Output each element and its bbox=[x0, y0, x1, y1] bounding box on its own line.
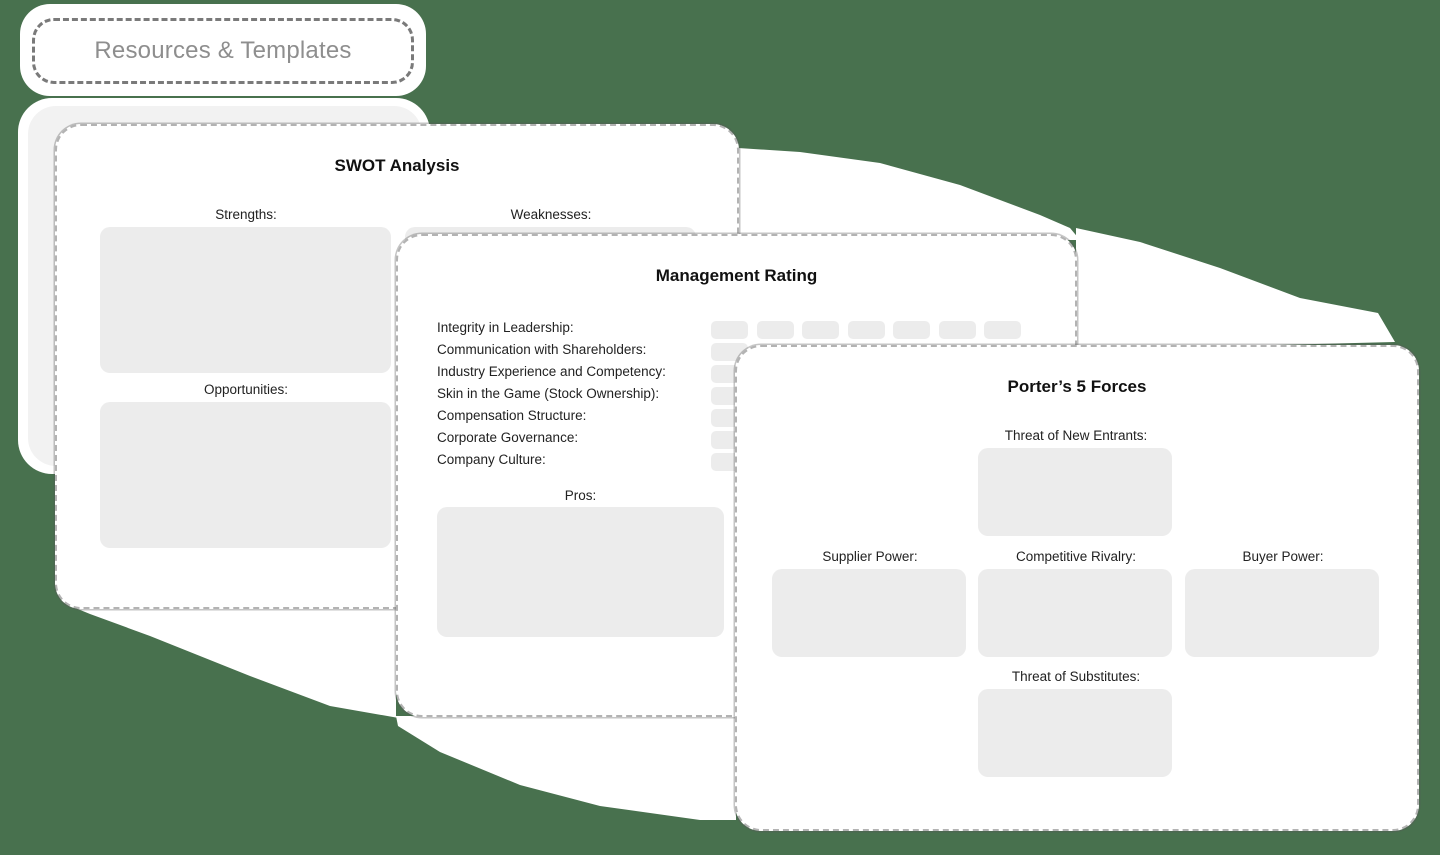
competitive-rivalry-field[interactable] bbox=[978, 569, 1172, 657]
pros-field[interactable] bbox=[437, 507, 724, 637]
opportunities-field[interactable] bbox=[100, 402, 391, 548]
pros-label: Pros: bbox=[564, 488, 597, 503]
management-title: Management Rating bbox=[655, 266, 818, 285]
criterion-label: Skin in the Game (Stock Ownership): bbox=[437, 386, 660, 401]
opportunities-label: Opportunities: bbox=[203, 382, 289, 397]
threat-new-entrants-label: Threat of New Entrants: bbox=[1004, 428, 1148, 443]
threat-new-entrants-field[interactable] bbox=[978, 448, 1172, 536]
criterion-label: Communication with Shareholders: bbox=[437, 342, 647, 357]
criterion-label: Integrity in Leadership: bbox=[437, 320, 574, 335]
porter-title: Porter’s 5 Forces bbox=[1007, 377, 1147, 396]
strengths-field[interactable] bbox=[100, 227, 391, 373]
rating-cell[interactable] bbox=[848, 321, 885, 339]
rating-cell[interactable] bbox=[893, 321, 930, 339]
rating-cell[interactable] bbox=[939, 321, 976, 339]
weaknesses-label: Weaknesses: bbox=[510, 207, 592, 222]
rating-cell[interactable] bbox=[711, 321, 748, 339]
rating-cell[interactable] bbox=[984, 321, 1021, 339]
criterion-label: Corporate Governance: bbox=[437, 430, 579, 445]
rating-cell[interactable] bbox=[802, 321, 839, 339]
strengths-label: Strengths: bbox=[215, 207, 277, 222]
supplier-power-label: Supplier Power: bbox=[822, 549, 918, 564]
rating-cell[interactable] bbox=[757, 321, 794, 339]
criterion-label: Industry Experience and Competency: bbox=[437, 364, 666, 379]
porters-five-forces-card: Porter’s 5 Forces Threat of New Entrants… bbox=[735, 345, 1419, 831]
buyer-power-label: Buyer Power: bbox=[1242, 549, 1324, 564]
section-label: Resources & Templates bbox=[32, 18, 414, 84]
threat-substitutes-field[interactable] bbox=[978, 689, 1172, 777]
supplier-power-field[interactable] bbox=[772, 569, 966, 657]
threat-substitutes-label: Threat of Substitutes: bbox=[1011, 669, 1141, 684]
competitive-rivalry-label: Competitive Rivalry: bbox=[1015, 549, 1137, 564]
criterion-label: Company Culture: bbox=[437, 452, 546, 467]
buyer-power-field[interactable] bbox=[1185, 569, 1379, 657]
swot-title: SWOT Analysis bbox=[334, 156, 460, 175]
criterion-label: Compensation Structure: bbox=[437, 408, 587, 423]
